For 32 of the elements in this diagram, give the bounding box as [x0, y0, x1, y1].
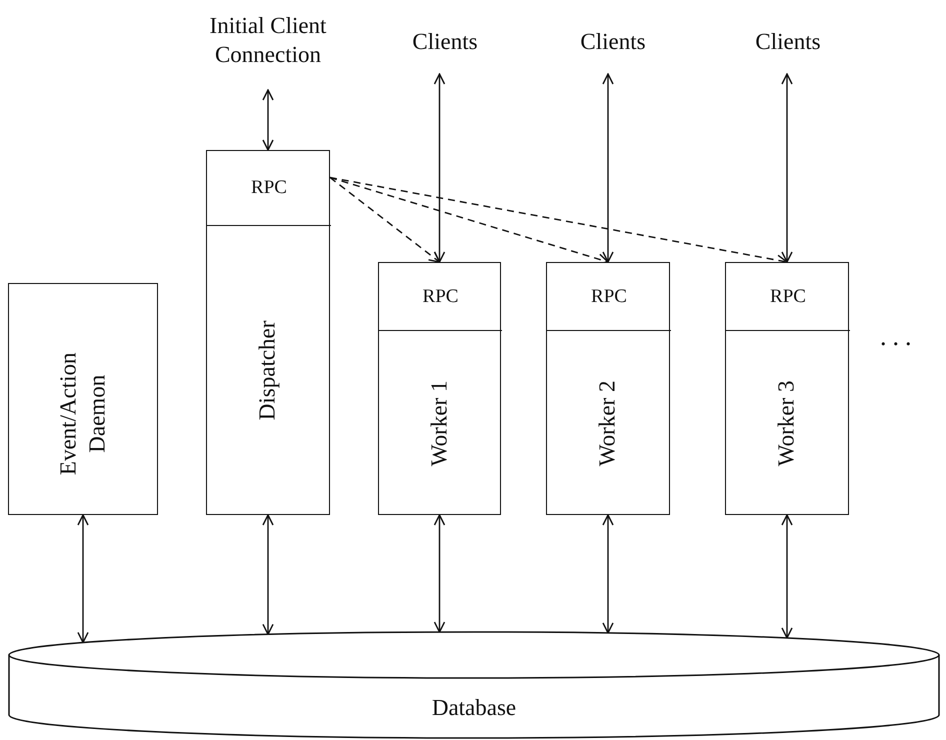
node-label: Database	[432, 694, 516, 722]
arrow	[781, 514, 793, 639]
node-label: Worker 1	[425, 379, 452, 468]
node-label: RPC	[770, 284, 806, 308]
node-label: Worker 3	[772, 379, 800, 468]
process-box	[8, 283, 158, 515]
node-label: Initial Client Connection	[208, 12, 328, 69]
ellipsis-label: ...	[880, 322, 918, 352]
process-box	[725, 262, 849, 515]
arrow	[781, 73, 793, 263]
node-label: Clients	[755, 28, 821, 56]
dashed-arrow	[330, 176, 440, 263]
dashed-arrow	[330, 176, 609, 265]
process-box	[546, 262, 670, 515]
node-label: Event/Action Daemon	[54, 351, 110, 478]
node-label: Clients	[580, 28, 646, 56]
arrow	[262, 514, 274, 636]
node-label: RPC	[251, 176, 287, 200]
arrow	[262, 89, 274, 151]
arrow	[602, 73, 614, 263]
database-cylinder	[8, 632, 940, 738]
arrow	[434, 73, 446, 263]
arrow	[434, 514, 446, 633]
node-label: Clients	[412, 28, 478, 56]
node-label: Dispatcher	[254, 320, 281, 422]
arrow	[602, 514, 614, 634]
node-label: Worker 2	[594, 379, 621, 468]
node-label: RPC	[422, 284, 458, 308]
process-box	[378, 262, 501, 515]
node-label: RPC	[591, 284, 627, 308]
process-box	[206, 150, 330, 515]
arrow	[77, 514, 89, 644]
